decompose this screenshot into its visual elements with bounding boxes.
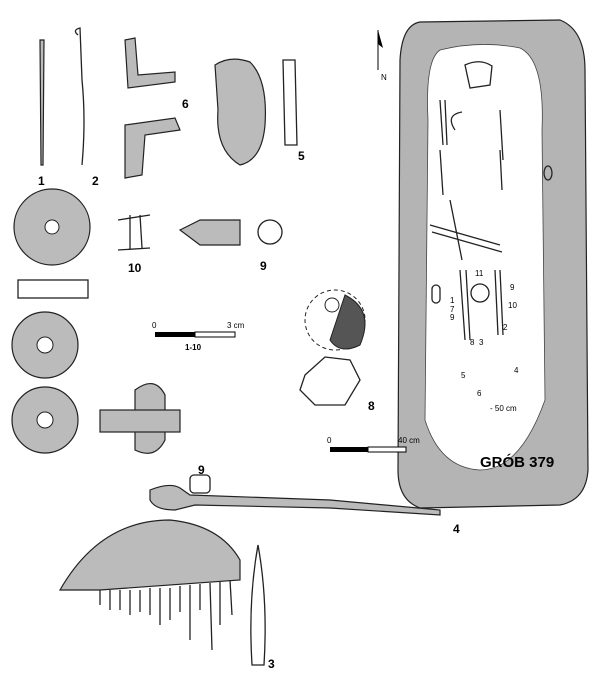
svg-text:8: 8 — [368, 399, 375, 413]
svg-text:0: 0 — [152, 321, 157, 330]
plan-label: 6 — [477, 389, 482, 398]
comb-section — [250, 544, 266, 666]
skull — [464, 61, 493, 89]
button-shank — [99, 409, 181, 433]
ring-11 — [470, 283, 490, 303]
plan-label: 3 — [479, 338, 484, 347]
plan-label: 8 — [470, 338, 475, 347]
svg-text:40 cm: 40 cm — [398, 436, 420, 445]
spindle-whorl-section — [17, 279, 89, 299]
object-6-bottom — [124, 117, 181, 179]
comb-teeth — [99, 579, 233, 651]
svg-text:5: 5 — [298, 149, 305, 163]
svg-text:2: 2 — [92, 174, 99, 188]
plan-label: 5 — [461, 371, 466, 380]
plan-label: 1 — [450, 296, 455, 305]
plan-label: 2 — [503, 323, 508, 332]
arm-bones — [439, 99, 504, 196]
svg-text:1-10: 1-10 — [185, 343, 202, 352]
rod-4 — [149, 484, 441, 516]
plate-5 — [214, 58, 267, 166]
bead-oval — [431, 284, 441, 304]
grave-plan: 11 9 1 10 7 9 2 8 3 5 4 6 - 50 cm — [397, 19, 589, 509]
pin-1 — [39, 39, 45, 166]
plan-label: 4 — [514, 366, 519, 375]
bead-9-section — [257, 219, 283, 245]
svg-text:9: 9 — [260, 259, 267, 273]
depth-label: - 50 cm — [490, 404, 517, 413]
clasp-10 — [117, 214, 151, 251]
svg-text:4: 4 — [453, 522, 460, 536]
plan-label: 7 — [450, 305, 455, 314]
leg-bones — [459, 269, 504, 341]
svg-text:10: 10 — [128, 261, 142, 275]
plate-5-section — [282, 59, 298, 146]
pelvis-bones — [429, 199, 503, 261]
svg-text:6: 6 — [182, 97, 189, 111]
spindle-8-section — [299, 356, 361, 406]
grave-fill-area — [424, 44, 546, 471]
bead-oval-right — [543, 165, 553, 181]
comb-3 — [58, 519, 241, 591]
svg-text:0: 0 — [327, 436, 332, 445]
svg-text:3: 3 — [268, 657, 275, 671]
svg-text:9: 9 — [198, 463, 205, 477]
svg-text:3 cm: 3 cm — [227, 321, 245, 330]
bead-9 — [178, 219, 241, 246]
scale-bar-3cm: 0 3 cm 1-10 — [152, 321, 245, 352]
plan-label: 11 — [475, 269, 484, 278]
north-arrow-icon: N — [377, 30, 387, 82]
plan-label: 9 — [450, 313, 455, 322]
object-6-top — [124, 37, 176, 89]
grave-title: GRÓB 379 — [480, 453, 554, 471]
svg-text:1: 1 — [38, 174, 45, 188]
plan-label: 10 — [508, 301, 517, 310]
pin-2 — [74, 27, 85, 166]
plan-label: 9 — [510, 283, 515, 292]
rod-4-section — [189, 474, 211, 494]
svg-text:N: N — [381, 73, 387, 82]
ring-fragment — [450, 111, 463, 131]
scale-bar-40cm: 0 40 cm — [327, 436, 420, 453]
